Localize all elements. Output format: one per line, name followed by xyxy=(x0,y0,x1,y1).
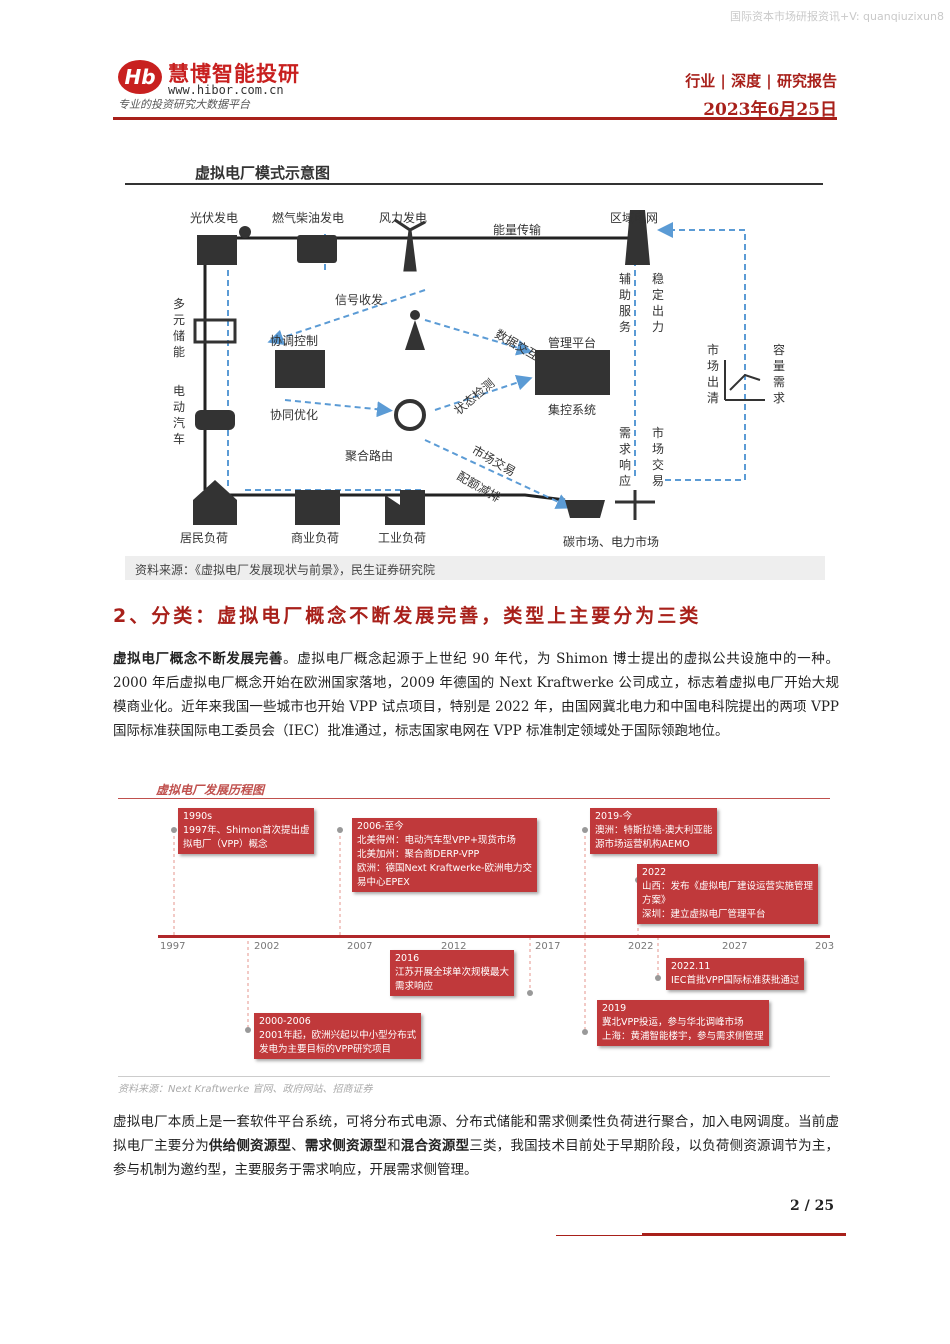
label-capacity: 容量需求 xyxy=(772,343,785,405)
event-2006: 2006-至今北美得州：电动汽车型VPP+现货市场北美加州：聚合商DERP-VP… xyxy=(352,818,537,892)
section-title: 2、分类：虚拟电厂概念不断发展完善，类型上主要分为三类 xyxy=(113,605,702,627)
tick-2017: 2017 xyxy=(535,941,561,952)
gear-icon xyxy=(394,399,426,431)
type-supply: 供给侧资源型 xyxy=(208,1138,292,1154)
label-aggregate: 聚合路由 xyxy=(345,449,394,463)
server-icon xyxy=(535,350,610,395)
tick-2007: 2007 xyxy=(347,941,373,952)
label-solar: 光伏发电 xyxy=(190,211,239,225)
scale-icon xyxy=(615,490,655,520)
label-carbon-market: 碳市场、电力市场 xyxy=(563,535,660,549)
paragraph-1: 虚拟电厂概念不断发展完善。虚拟电厂概念起源于上世纪 90 年代，为 Shimon… xyxy=(113,647,839,743)
page-number: 2 / 25 xyxy=(790,1198,835,1214)
tick-2032: 203 xyxy=(815,941,835,952)
report-type: 行业 | 深度 | 研究报告 xyxy=(685,72,837,90)
report-date: 2023年6月25日 xyxy=(703,100,837,120)
wind-turbine-icon xyxy=(394,218,426,272)
timeline-connectors xyxy=(171,827,661,1035)
type-demand: 需求侧资源型 xyxy=(304,1138,388,1154)
watermark: 国际资本市场研报资讯+V: quanqiuzixun8 xyxy=(729,10,944,23)
label-coord-opt: 协同优化 xyxy=(270,408,319,422)
solar-panel-icon xyxy=(197,226,251,265)
logo-slogan: 专业的投资研究大数据平台 xyxy=(118,98,250,111)
cart-icon xyxy=(565,500,605,518)
figure1-title: 虚拟电厂模式示意图 xyxy=(195,164,331,182)
paragraph-1-lead: 虚拟电厂概念不断发展完善 xyxy=(113,651,284,667)
office-building-icon xyxy=(295,490,340,525)
figure2-bottom-rule xyxy=(118,1076,830,1077)
event-2019-now: 2019-今澳洲：特斯拉墙-澳大利亚能源市场运营机构AEMO xyxy=(590,808,718,854)
house-icon xyxy=(193,480,237,525)
tick-2012: 2012 xyxy=(441,941,467,952)
figure2-title: 虚拟电厂发展历程图 xyxy=(156,783,265,797)
figure1-source: 资料来源：《虚拟电厂发展现状与前景》，民生证券研究院 xyxy=(135,563,436,577)
label-grid: 区域电网 xyxy=(610,211,659,225)
footer-rule-thin xyxy=(556,1235,642,1236)
footer-rule-thick xyxy=(642,1233,846,1236)
label-industrial: 工业负荷 xyxy=(378,531,427,545)
figure1-rule xyxy=(125,183,823,185)
chart-icon xyxy=(724,360,765,401)
label-ev: 电动汽车 xyxy=(172,384,185,446)
label-demand: 需求响应 xyxy=(618,426,631,488)
antenna-icon xyxy=(405,310,425,350)
logo-name: 慧博智能投研 xyxy=(168,62,300,86)
label-energy: 能量传输 xyxy=(493,223,542,237)
label-commercial: 商业负荷 xyxy=(291,531,340,545)
label-wind: 风力发电 xyxy=(379,211,428,225)
tick-2027: 2027 xyxy=(722,941,748,952)
timeline-axis xyxy=(158,935,830,938)
label-residential: 居民负荷 xyxy=(180,531,229,545)
label-platform: 管理平台 xyxy=(548,336,597,350)
tick-1997: 1997 xyxy=(160,941,186,952)
label-gas: 燃气柴油发电 xyxy=(272,211,345,225)
battery-icon xyxy=(193,318,237,344)
car-icon xyxy=(195,410,235,430)
paragraph-2: 虚拟电厂本质上是一套软件平台系统，可将分布式电源、分布式储能和需求侧柔性负荷进行… xyxy=(113,1114,840,1178)
monitor-icon xyxy=(275,350,325,388)
label-signal: 信号收发 xyxy=(335,293,384,307)
generator-icon xyxy=(297,235,337,263)
paragraph-1-body: 。虚拟电厂概念起源于上世纪 90 年代，为 Shimon 博士提出的虚拟公共设施… xyxy=(113,651,840,739)
label-aux: 辅助服务 xyxy=(618,272,631,334)
label-market-trade: 市场交易 xyxy=(651,426,664,488)
figure2-source: 资料来源：Next Kraftwerke 官网、政府网站、招商证券 xyxy=(118,1084,373,1095)
label-storage: 多元储能 xyxy=(172,297,185,359)
figure1-source-bg xyxy=(125,556,825,580)
logo-url: www.hibor.com.cn xyxy=(168,83,284,97)
tick-2022: 2022 xyxy=(628,941,654,952)
label-stable: 稳定出力 xyxy=(651,272,664,334)
label-market-clear: 市场出清 xyxy=(706,343,719,405)
header-divider xyxy=(113,117,837,120)
grid-tower-icon xyxy=(625,210,650,265)
vpp-diagram xyxy=(193,210,765,525)
factory-icon xyxy=(385,490,425,525)
label-central: 集控系统 xyxy=(548,403,597,417)
tick-2002: 2002 xyxy=(254,941,280,952)
hibor-logo-icon: Hb xyxy=(118,60,162,94)
figure2-rule xyxy=(118,798,830,799)
type-hybrid: 混合资源型 xyxy=(400,1138,470,1154)
label-coord-control: 协调控制 xyxy=(270,334,319,348)
